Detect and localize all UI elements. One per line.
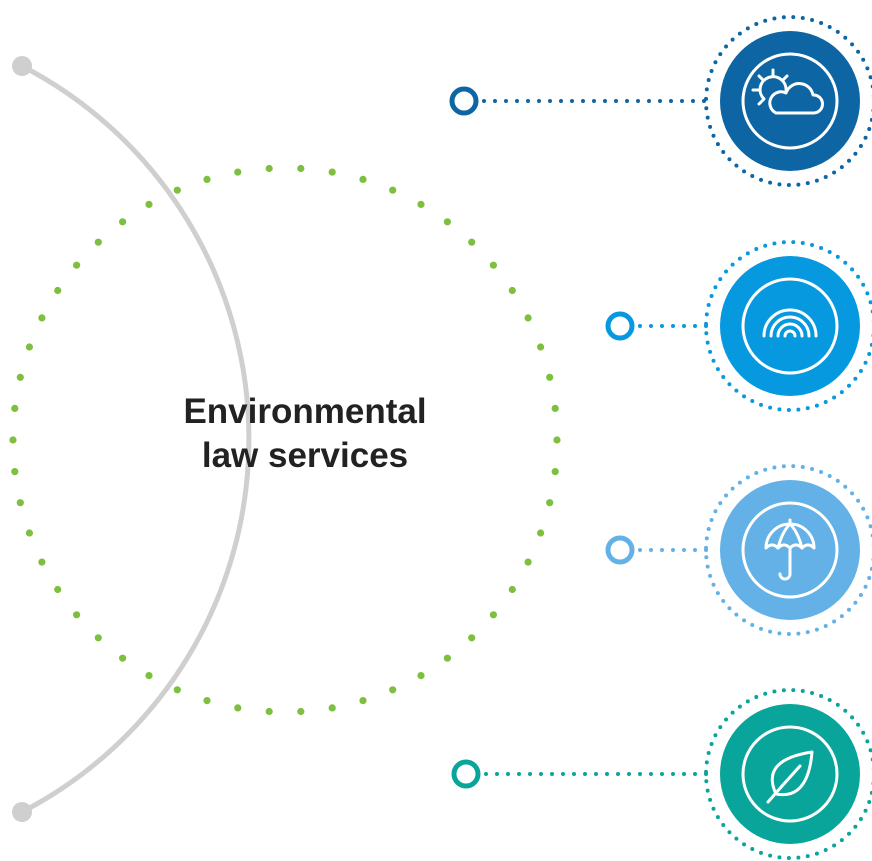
connectors bbox=[449, 86, 710, 789]
inner-dot bbox=[537, 343, 545, 351]
sun-behind-cloud-icon bbox=[751, 68, 824, 115]
inner-dot bbox=[119, 654, 127, 662]
inner-dot bbox=[524, 558, 532, 566]
icon-badges bbox=[704, 15, 872, 860]
inner-dot bbox=[94, 238, 102, 246]
inner-dot bbox=[537, 529, 545, 537]
badge-leaf bbox=[704, 688, 872, 860]
badge-rainbow bbox=[704, 240, 872, 412]
inner-dot bbox=[73, 611, 81, 619]
inner-dot bbox=[328, 704, 336, 712]
inner-dot bbox=[328, 168, 336, 176]
inner-dot bbox=[265, 164, 273, 173]
inner-dot bbox=[508, 286, 516, 295]
center-title-line-2: law services bbox=[201, 436, 409, 475]
inner-dot bbox=[546, 499, 554, 507]
inner-dot bbox=[9, 436, 17, 444]
inner-dot bbox=[546, 373, 554, 381]
inner-dot bbox=[417, 672, 425, 680]
inner-dot bbox=[389, 186, 397, 194]
inner-dot bbox=[234, 704, 242, 712]
inner-dot bbox=[119, 218, 127, 226]
inner-dot bbox=[551, 468, 559, 476]
inner-dot bbox=[297, 164, 305, 173]
inner-dot bbox=[359, 175, 367, 183]
inner-dot bbox=[25, 529, 33, 537]
inner-dot bbox=[443, 218, 451, 226]
inner-dot bbox=[54, 585, 62, 594]
inner-dot bbox=[38, 558, 46, 566]
leaf-icon bbox=[766, 750, 814, 804]
inner-dot bbox=[173, 686, 181, 694]
inner-dotted-circle bbox=[9, 164, 561, 716]
inner-dot bbox=[297, 707, 305, 716]
center-title-line-1: Environmental bbox=[183, 392, 427, 431]
inner-dot bbox=[11, 404, 19, 412]
inner-dot bbox=[359, 697, 367, 705]
connector-node-umbrella bbox=[605, 535, 635, 565]
inner-dot bbox=[145, 672, 153, 680]
inner-dot bbox=[203, 697, 211, 705]
rainbow-icon bbox=[762, 308, 818, 338]
inner-dot bbox=[173, 186, 181, 194]
inner-dot bbox=[489, 261, 497, 269]
badge-umbrella bbox=[704, 464, 872, 636]
inner-dot bbox=[508, 585, 516, 594]
arc-end-dot-bottom bbox=[12, 802, 32, 822]
inner-dot bbox=[443, 654, 451, 662]
inner-dot bbox=[265, 707, 273, 716]
inner-dot bbox=[94, 634, 102, 642]
inner-dot bbox=[234, 168, 242, 176]
inner-dot bbox=[389, 686, 397, 694]
inner-dot bbox=[524, 314, 532, 322]
inner-dot bbox=[468, 634, 476, 642]
inner-dot bbox=[145, 200, 153, 208]
inner-dot bbox=[38, 314, 46, 322]
badge-weather bbox=[704, 15, 872, 187]
inner-dot bbox=[25, 343, 33, 351]
inner-dot bbox=[489, 611, 497, 619]
arc-end-dot-top bbox=[12, 56, 32, 76]
inner-dot bbox=[553, 436, 561, 444]
inner-dot bbox=[417, 200, 425, 208]
inner-dot bbox=[16, 499, 24, 507]
connector-node-weather bbox=[449, 86, 479, 116]
inner-dot bbox=[203, 175, 211, 183]
inner-dot bbox=[11, 468, 19, 476]
inner-dot bbox=[54, 286, 62, 295]
center-title: Environmental law services bbox=[110, 390, 500, 478]
inner-dot bbox=[73, 261, 81, 269]
inner-dot bbox=[16, 373, 24, 381]
inner-dot bbox=[551, 404, 559, 412]
inner-dot bbox=[468, 238, 476, 246]
connector-node-rainbow bbox=[605, 311, 635, 341]
umbrella-icon bbox=[764, 518, 816, 581]
connector-node-leaf bbox=[451, 759, 481, 789]
main-arc bbox=[19, 63, 252, 815]
